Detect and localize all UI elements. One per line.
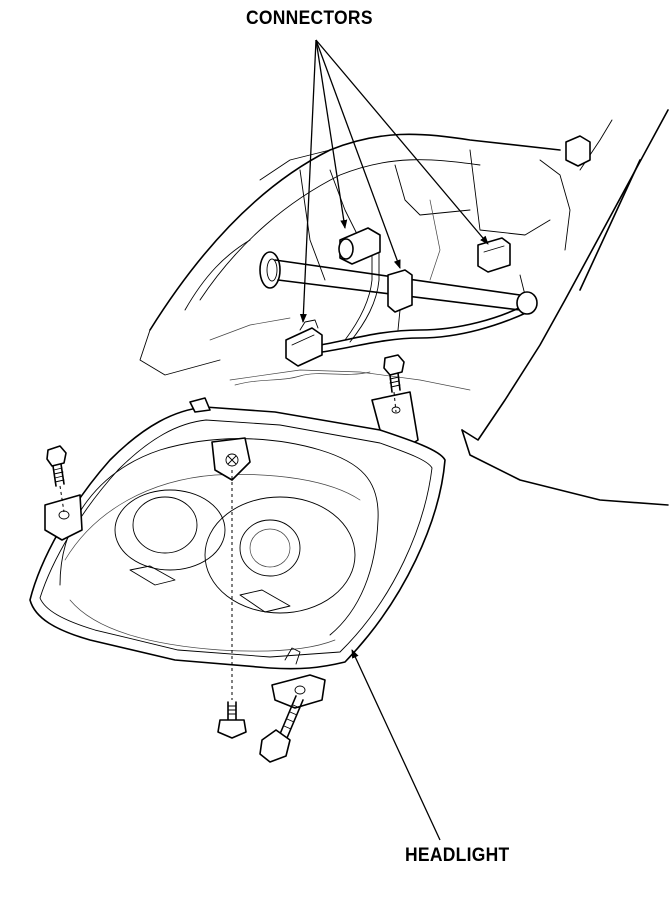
bottom-bolt-right [259, 695, 304, 763]
connector-lower-left [285, 319, 323, 367]
headlight-label: HEADLIGHT [405, 845, 510, 866]
upper-mounting-bolt [383, 354, 405, 393]
connector-right [477, 237, 511, 273]
bottom-bolt-center [217, 701, 247, 739]
vehicle-body [139, 109, 669, 506]
connector-middle [387, 269, 413, 313]
headlight-assembly [29, 397, 446, 709]
connector-upper-left [338, 227, 381, 265]
wiring-harness [319, 249, 538, 353]
left-mounting-bolt [46, 445, 67, 513]
headlight-leader-line [351, 649, 441, 841]
connectors-leader-lines [299, 39, 489, 323]
connectors-label: CONNECTORS [246, 8, 373, 29]
